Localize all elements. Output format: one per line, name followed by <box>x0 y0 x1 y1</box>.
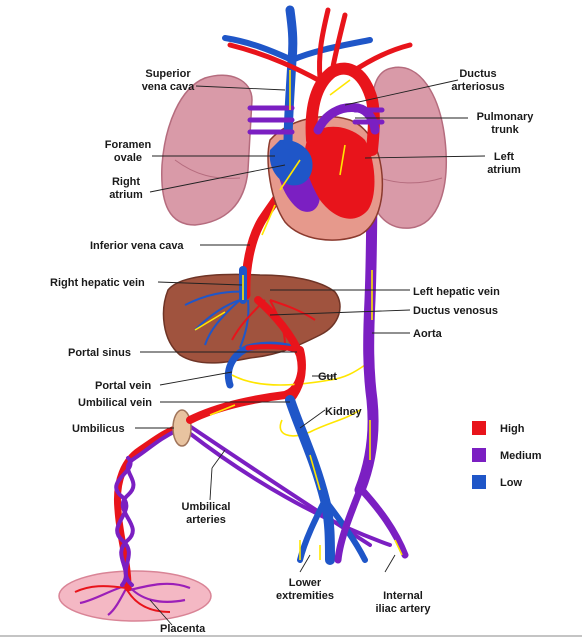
label-kidney: Kidney <box>325 406 363 418</box>
legend-swatch-low <box>472 475 486 489</box>
gut-vessel <box>231 364 366 386</box>
left-carotid-artery <box>329 12 348 75</box>
subclavian-artery <box>227 42 325 85</box>
right-femoral-vein <box>297 497 328 563</box>
legend-label-high: High <box>500 423 525 435</box>
placenta <box>58 570 212 622</box>
left-subclavian-artery <box>349 42 413 75</box>
label-umbilical-vein: Umbilical vein <box>78 397 152 409</box>
legend-label-medium: Medium <box>500 450 542 462</box>
label-ductus-venosus: Ductus venosus <box>413 305 498 317</box>
umbilical-cord <box>113 424 182 592</box>
kidney-vessel <box>279 409 361 437</box>
pulmonary-vessels <box>247 105 385 135</box>
label-portal-sinus: Portal sinus <box>68 347 131 359</box>
carotid-artery <box>317 7 331 81</box>
label-left-hepatic-vein: Left hepatic vein <box>413 286 500 298</box>
legend: High Medium Low <box>472 421 542 489</box>
label-umbilicus: Umbilicus <box>72 423 125 435</box>
legend-swatch-high <box>472 421 486 435</box>
right-lung <box>161 74 253 226</box>
label-portal-vein: Portal vein <box>95 380 152 392</box>
legend-label-low: Low <box>500 477 522 489</box>
left-iliac-artery <box>358 486 409 559</box>
label-inferior-vena-cava: Inferior vena cava <box>90 240 184 252</box>
leader-lines <box>135 79 486 626</box>
ductus-venosus <box>254 296 306 404</box>
lower-ivc <box>285 395 335 565</box>
brachiocephalic-vein <box>222 35 295 63</box>
label-gut: Gut <box>318 371 337 383</box>
left-brachiocephalic-vein <box>289 37 373 63</box>
umbilicus <box>172 409 192 447</box>
label-aorta: Aorta <box>413 328 443 340</box>
label-right-hepatic-vein: Right hepatic vein <box>50 277 145 289</box>
flow-arrows <box>194 70 403 560</box>
legend-swatch-medium <box>472 448 486 462</box>
heart <box>267 115 384 241</box>
label-placenta: Placenta <box>160 623 206 635</box>
right-iliac-artery <box>334 486 364 564</box>
